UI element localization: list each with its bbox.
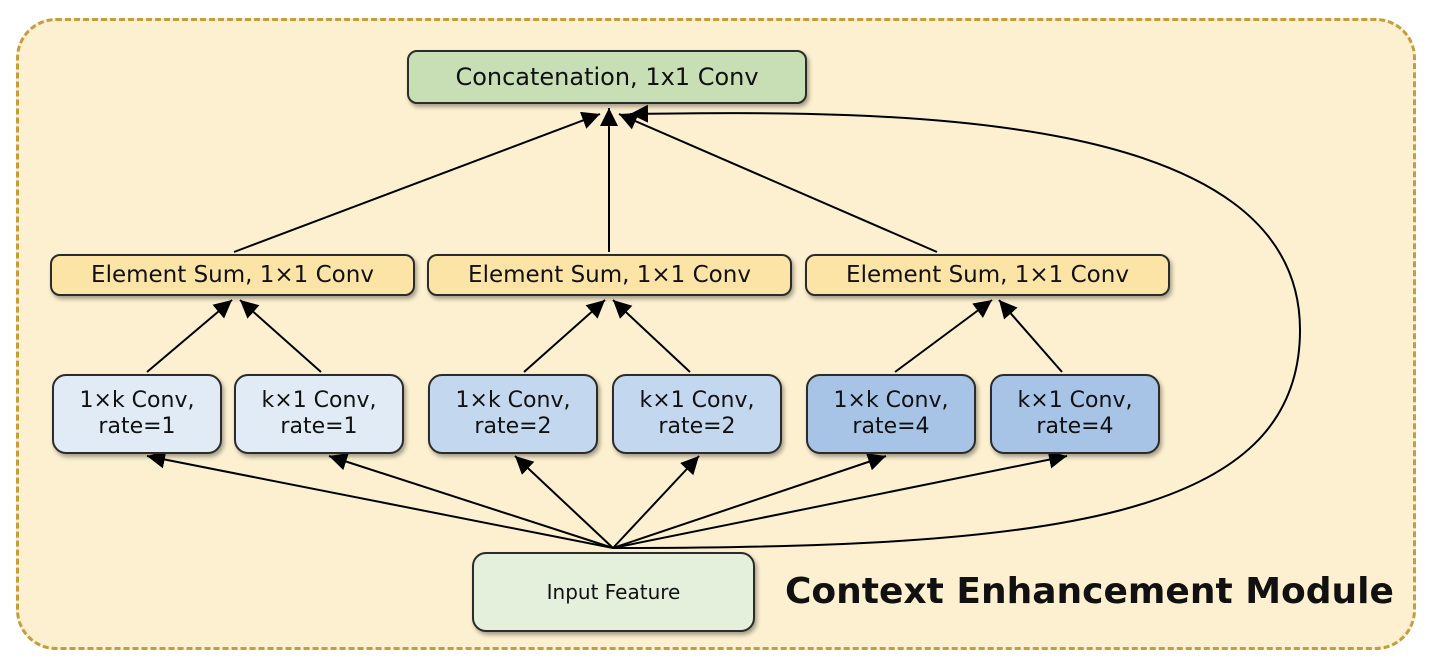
edge-conv-6-to-sum-3 xyxy=(998,299,1063,373)
module-title: Context Enhancement Module xyxy=(785,571,1394,612)
edge-sum-3-to-concat xyxy=(618,112,938,253)
edge-conv-5-to-sum-3 xyxy=(894,299,993,373)
element-sum-label: Element Sum, 1×1 Conv xyxy=(468,262,751,288)
input-feature-label: Input Feature xyxy=(546,580,681,604)
element-sum-label: Element Sum, 1×1 Conv xyxy=(91,262,374,288)
conv-label: 1×k Conv, rate=4 xyxy=(833,387,949,439)
edge-sum-1-to-concat xyxy=(233,111,601,253)
element-sum-node-2: Element Sum, 1×1 Conv xyxy=(427,254,792,296)
edge-input-to-conv-1 xyxy=(146,450,614,549)
conv-node-kx1-rate4: k×1 Conv, rate=4 xyxy=(990,374,1160,454)
conv-label: k×1 Conv, rate=4 xyxy=(1017,387,1133,439)
edge-input-to-conv-3 xyxy=(514,455,614,549)
conv-node-1xk-rate4: 1×k Conv, rate=4 xyxy=(806,374,976,454)
edge-conv-2-to-sum-1 xyxy=(239,299,322,373)
conv-label: 1×k Conv, rate=2 xyxy=(455,387,571,439)
edge-conv-3-to-sum-2 xyxy=(523,299,606,373)
input-feature-node: Input Feature xyxy=(472,552,755,632)
edge-conv-1-to-sum-1 xyxy=(146,299,233,373)
edge-conv-4-to-sum-2 xyxy=(612,299,691,373)
conv-label: k×1 Conv, rate=1 xyxy=(261,387,377,439)
element-sum-label: Element Sum, 1×1 Conv xyxy=(846,262,1129,288)
edge-input-to-concat xyxy=(612,104,1302,549)
concatenation-label: Concatenation, 1x1 Conv xyxy=(455,63,759,91)
element-sum-node-1: Element Sum, 1×1 Conv xyxy=(50,254,415,296)
edge-input-to-conv-4 xyxy=(612,455,700,549)
edge-input-to-conv-2 xyxy=(328,452,614,549)
context-enhancement-module-container xyxy=(16,18,1416,650)
concatenation-node: Concatenation, 1x1 Conv xyxy=(407,50,807,104)
conv-node-kx1-rate2: k×1 Conv, rate=2 xyxy=(612,374,782,454)
conv-node-1xk-rate2: 1×k Conv, rate=2 xyxy=(428,374,598,454)
element-sum-node-3: Element Sum, 1×1 Conv xyxy=(805,254,1170,296)
conv-label: 1×k Conv, rate=1 xyxy=(79,387,195,439)
edge-input-to-conv-5 xyxy=(612,453,887,549)
conv-node-1xk-rate1: 1×k Conv, rate=1 xyxy=(52,374,222,454)
conv-node-kx1-rate1: k×1 Conv, rate=1 xyxy=(234,374,404,454)
edge-input-to-conv-6 xyxy=(612,450,1068,549)
conv-label: k×1 Conv, rate=2 xyxy=(639,387,755,439)
